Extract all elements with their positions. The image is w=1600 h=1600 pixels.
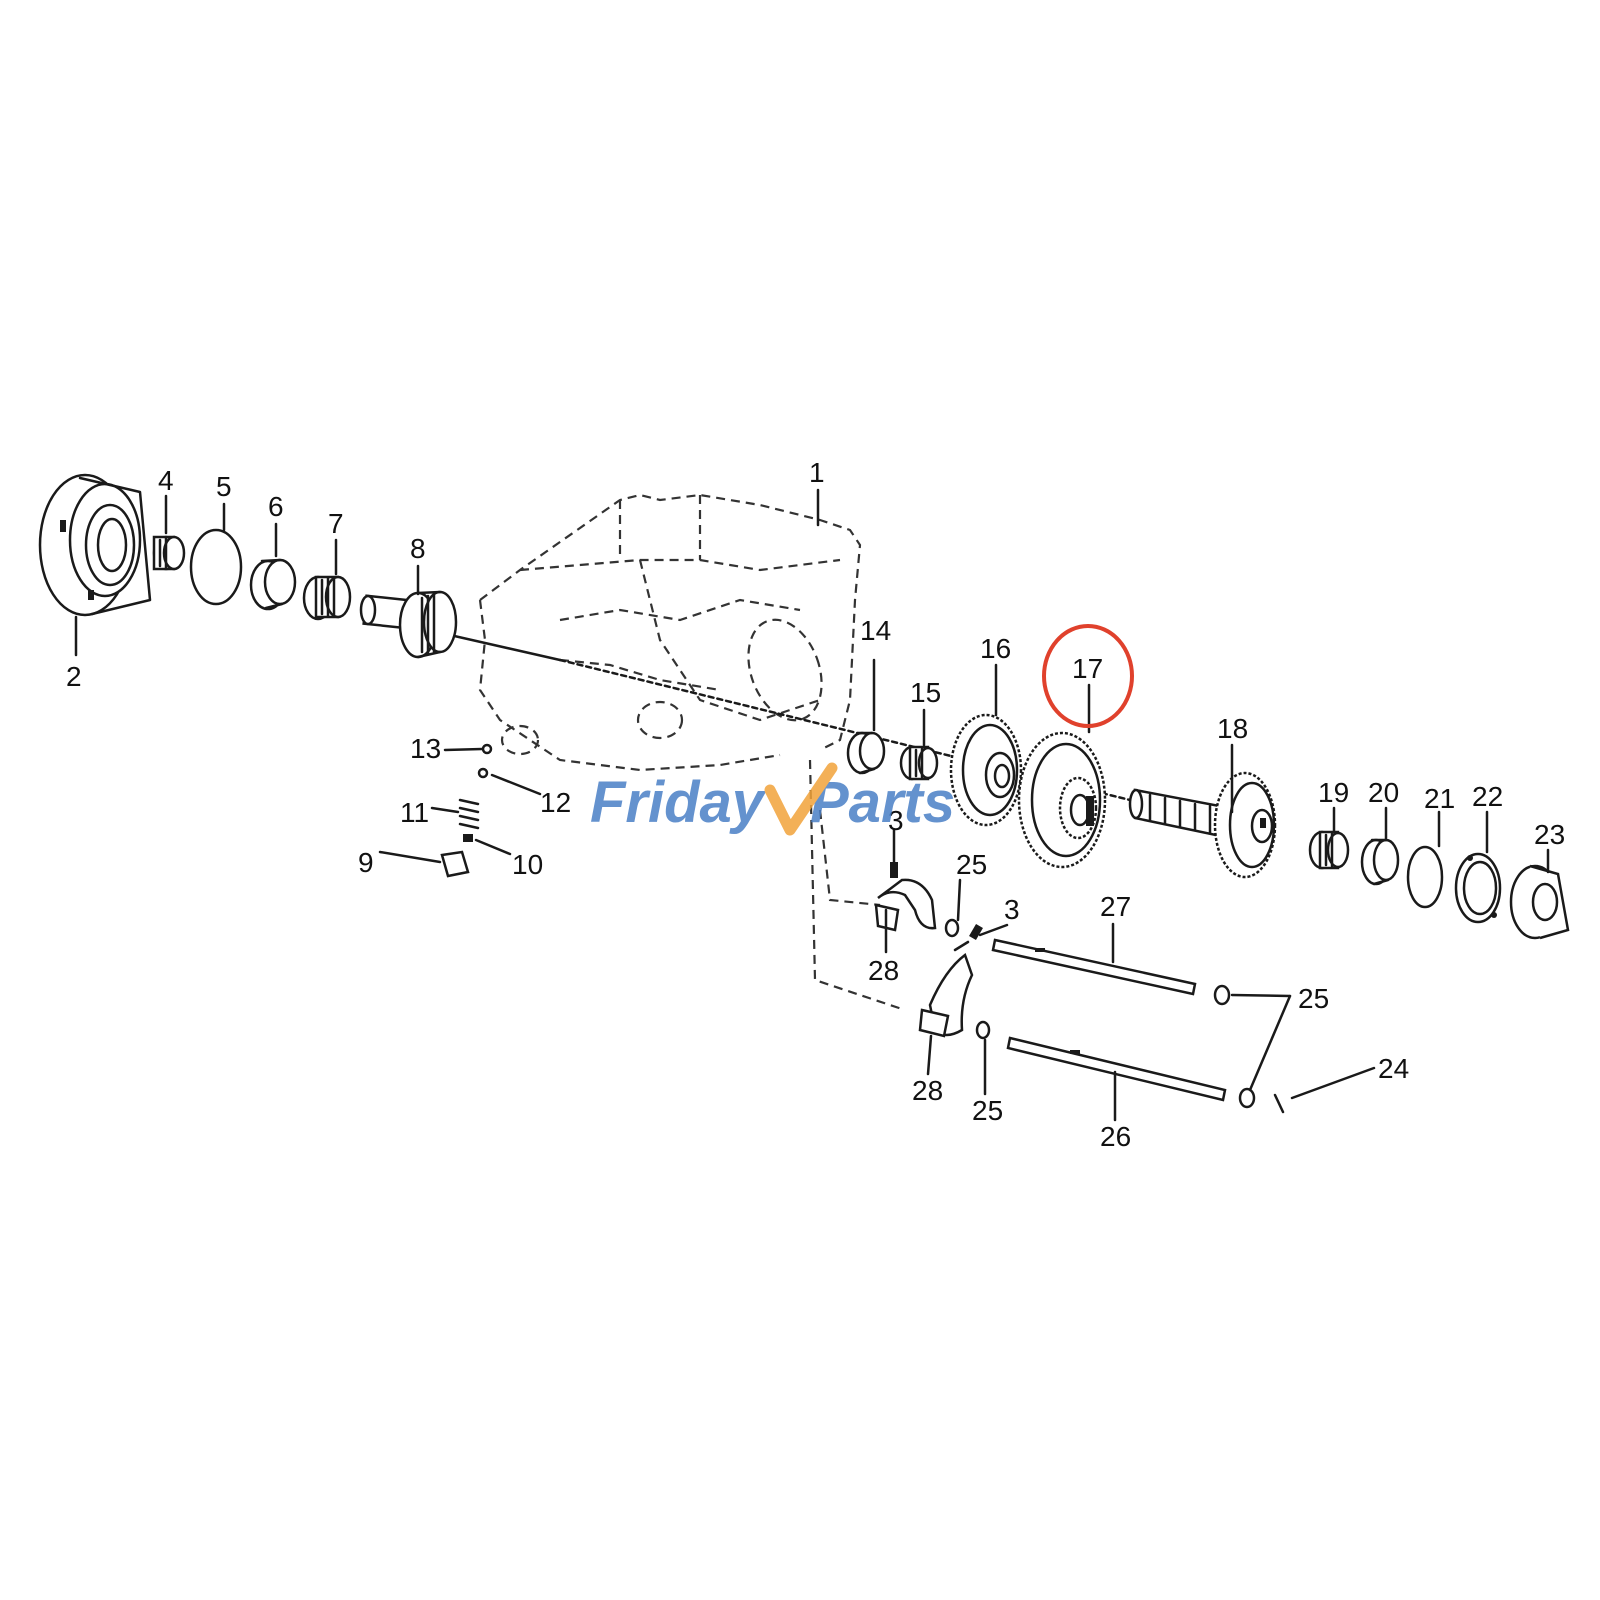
callout-8: 8 (410, 533, 426, 564)
watermark-friday: Friday (590, 770, 767, 835)
callout-21: 21 (1424, 783, 1455, 814)
flange-housing-part-2 (38, 473, 152, 617)
callout-28: 28 (912, 1075, 943, 1106)
o-ring-part-5 (189, 528, 243, 606)
callout-1: 1 (809, 457, 825, 488)
callout-7: 7 (328, 508, 344, 539)
pin-part-24 (1273, 1093, 1285, 1114)
o-ring-part-21 (1406, 845, 1444, 909)
ball-part-25 (1238, 1087, 1256, 1109)
highlight-circle (1042, 624, 1134, 728)
watermark-logo: Friday Parts (590, 762, 955, 836)
callout-11: 11 (400, 797, 429, 828)
callout-22: 22 (1472, 781, 1503, 812)
plug-part-9 (440, 850, 470, 878)
callout-28: 28 (868, 955, 899, 986)
callout-12: 12 (540, 787, 571, 818)
callout-17: 17 (1072, 653, 1103, 684)
output-shaft-part-18 (1128, 771, 1277, 879)
bearing-part-15 (899, 745, 939, 781)
callout-14: 14 (860, 615, 891, 646)
detent-assembly (440, 743, 493, 878)
ball-part-13 (481, 743, 493, 755)
bearing-cup-part-20 (1360, 838, 1400, 886)
bearing-cup-part-6 (249, 558, 297, 611)
tapered-bearing-part-7 (302, 575, 352, 621)
callout-25: 25 (1298, 983, 1329, 1014)
callout-24: 24 (1378, 1053, 1409, 1084)
callout-13: 13 (410, 733, 441, 764)
bearing-cup-part-14 (846, 731, 886, 775)
callout-26: 26 (1100, 1121, 1131, 1152)
leader-dashed (818, 809, 881, 907)
gasket-part-22 (1454, 852, 1502, 924)
callout-6: 6 (268, 491, 284, 522)
callout-19: 19 (1318, 777, 1349, 808)
callout-10: 10 (512, 849, 543, 880)
callout-5: 5 (216, 471, 232, 502)
shift-rod-part-26 (1006, 1036, 1227, 1102)
spring-part-11 (458, 798, 480, 830)
shift-rod-part-27 (991, 938, 1197, 996)
ball-part-25 (1213, 984, 1231, 1006)
needle-bearing-part-4 (152, 535, 186, 571)
watermark-parts: Parts (810, 770, 955, 835)
callout-27: 27 (1100, 891, 1131, 922)
gear-part-17 (1017, 731, 1107, 869)
axis-line (448, 633, 562, 662)
callout-4: 4 (158, 465, 174, 496)
callout-15: 15 (910, 677, 941, 708)
screw-part-3 (890, 862, 898, 878)
leader-lines (74, 488, 1550, 1122)
input-gear-shaft-part-8 (359, 590, 458, 659)
shift-fork-part-28 (918, 940, 974, 1038)
ball-part-25 (975, 1020, 991, 1040)
ball-part-12 (477, 767, 489, 779)
callout-2: 2 (66, 661, 82, 692)
callout-18: 18 (1217, 713, 1248, 744)
callout-25: 25 (956, 849, 987, 880)
ball-part-25 (944, 918, 960, 938)
washer-part-10 (463, 834, 473, 842)
callout-25: 25 (972, 1095, 1003, 1126)
callout-23: 23 (1534, 819, 1565, 850)
check-icon (764, 762, 838, 836)
callout-16: 16 (980, 633, 1011, 664)
callout-20: 20 (1368, 777, 1399, 808)
cover-part-23 (1509, 864, 1570, 940)
screw-part-3 (969, 923, 983, 941)
callout-labels: 1 2 3 3 4 5 6 7 8 9 10 11 12 13 14 15 16… (66, 457, 1565, 1152)
bearing-part-19 (1308, 830, 1350, 870)
gear-part-16 (949, 713, 1023, 827)
housing-part-1 (478, 493, 862, 772)
callout-9: 9 (358, 847, 374, 878)
callout-3: 3 (1004, 894, 1020, 925)
callout-3: 3 (888, 805, 904, 836)
